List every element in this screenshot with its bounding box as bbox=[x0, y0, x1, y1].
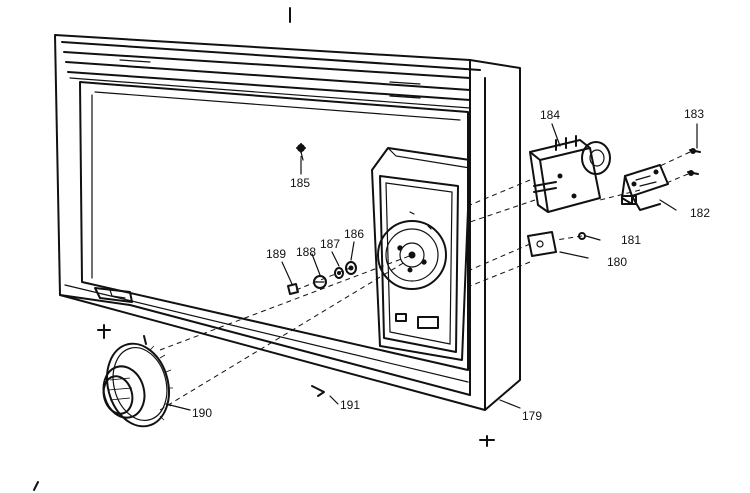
timer-motor bbox=[529, 135, 611, 213]
label-186: 186 bbox=[344, 227, 364, 241]
control-plate bbox=[371, 147, 471, 361]
switch-bracket bbox=[621, 164, 669, 211]
control-panel-frame bbox=[54, 34, 521, 411]
label-189: 189 bbox=[266, 247, 286, 261]
label-188: 188 bbox=[296, 245, 316, 259]
label-179: 179 bbox=[522, 409, 542, 423]
assembly-lines bbox=[159, 151, 691, 411]
label-180: 180 bbox=[607, 255, 627, 269]
mounting-bracket bbox=[527, 231, 557, 257]
control-knob bbox=[102, 342, 173, 428]
screws-183 bbox=[687, 148, 701, 176]
label-187: 187 bbox=[320, 237, 340, 251]
label-182: 182 bbox=[690, 206, 710, 220]
part-labels: 179 180 181 182 183 184 185 186 187 188 … bbox=[192, 107, 710, 423]
shaft-parts bbox=[287, 261, 357, 295]
label-191: 191 bbox=[340, 398, 360, 412]
leader-lines bbox=[165, 123, 698, 411]
fasteners bbox=[33, 7, 495, 491]
label-185: 185 bbox=[290, 176, 310, 190]
label-183: 183 bbox=[684, 107, 704, 121]
label-190: 190 bbox=[192, 406, 212, 420]
screw-185 bbox=[296, 143, 306, 161]
label-181: 181 bbox=[621, 233, 641, 247]
label-184: 184 bbox=[540, 108, 560, 122]
